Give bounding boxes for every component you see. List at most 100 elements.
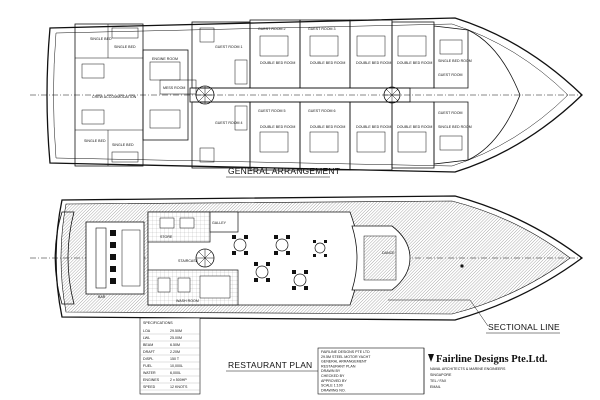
room-label: DOUBLE BED ROOM (397, 125, 432, 129)
company-name: Fairline Designs Pte.Ltd. (436, 354, 548, 365)
area-label: GALLEY (212, 221, 227, 225)
room-label: SINGLE BED (112, 143, 134, 147)
room-labels: SINGLE BED SINGLE BED SINGLE BED SINGLE … (84, 27, 472, 147)
spec-value: 2.20M (170, 350, 180, 354)
room-label: GUEST ROOM 2 (258, 27, 286, 31)
bunk-bed (81, 63, 105, 79)
room-label: SINGLE BED (114, 45, 136, 49)
room-label: DOUBLE BED ROOM (260, 125, 295, 129)
company-address: NAVAL ARCHITECTS & MARINE ENGINEERS SINGA… (430, 367, 506, 389)
store-cupboard (209, 211, 239, 233)
upper-hull-inner-outline (53, 23, 569, 167)
spec-value: 12 KNOTS (170, 385, 188, 389)
guest-cabins-top-row (191, 19, 435, 89)
store-room (147, 211, 211, 243)
double-bed (397, 35, 427, 57)
spec-key: FUEL (143, 364, 152, 368)
area-label: STORE (160, 235, 173, 239)
bow-cabin (433, 25, 469, 89)
title-block-line: DRAWN BY (321, 369, 341, 373)
double-bed (309, 131, 339, 153)
sectional-line-label: SECTIONAL LINE (488, 322, 560, 332)
double-bed (356, 35, 386, 57)
title-block-line: SCALE 1:100 (321, 384, 343, 388)
dining-table (274, 235, 290, 255)
company-address-line: SINGAPORE (430, 373, 452, 377)
double-bed (397, 131, 427, 153)
engine-room (142, 49, 189, 141)
spec-value: 10,000L (170, 364, 183, 368)
title-block-line: 29.5M STEEL MOTOR YACHT (321, 355, 371, 359)
room-label: MESS ROOM (163, 86, 185, 90)
room-label: DOUBLE BED ROOM (310, 61, 345, 65)
area-label: STAIRCASE (178, 259, 199, 263)
spec-heading: SPECIFICATIONS (143, 321, 173, 325)
dining-table (292, 270, 308, 290)
area-label: WASH ROOM (176, 299, 199, 303)
room-label: DOUBLE BED ROOM (356, 61, 391, 65)
guest-cabins-bottom-row (191, 101, 435, 171)
room-label: GUEST ROOM (438, 73, 463, 77)
room-label: DOUBLE BED ROOM (260, 61, 295, 65)
single-bed (439, 39, 463, 55)
company-address-line: EMAIL (430, 385, 441, 389)
room-label: GUEST ROOM 3 (308, 27, 336, 31)
bed (111, 27, 139, 39)
room-label: SINGLE BED (90, 37, 112, 41)
upper-hull-outline (46, 17, 583, 173)
room-label: DOUBLE BED ROOM (397, 61, 432, 65)
single-bed (439, 135, 463, 151)
area-label: DANCE (382, 251, 395, 255)
restaurant-labels: BAR STORE WASH ROOM STAIRCASE GALLEY DAN… (98, 221, 395, 303)
dining-table (232, 235, 248, 255)
dining-tables (232, 235, 327, 290)
double-bed (309, 35, 339, 57)
area-label: BAR (98, 295, 106, 299)
company-logo-icon (428, 354, 434, 362)
mess-table (159, 79, 197, 95)
room-label: GUEST ROOM 5 (258, 109, 286, 113)
title-block-line: GENERAL ARRANGEMENT (321, 360, 368, 364)
wardrobe (234, 59, 248, 85)
spec-key: LWL (143, 336, 150, 340)
double-bed (259, 131, 289, 153)
room-label: ENGINE ROOM (152, 57, 178, 61)
room-label: GUEST ROOM 1 (215, 45, 243, 49)
restaurant-plan-title: RESTAURANT PLAN (228, 360, 312, 370)
spec-value: 150 T (170, 357, 180, 361)
company-address-line: TEL / FAX (430, 379, 447, 383)
room-label: DOUBLE BED ROOM (356, 125, 391, 129)
title-block-line: RESTAURANT PLAN (321, 364, 356, 368)
room-label: SINGLE BED ROOM (438, 59, 472, 63)
bed (111, 151, 139, 163)
double-bed (259, 35, 289, 57)
title-block-line: CHECKED BY (321, 374, 345, 378)
bar-stools (110, 230, 116, 284)
restaurant-plan: BAR STORE WASH ROOM STAIRCASE GALLEY DAN… (30, 195, 584, 321)
company-address-line: NAVAL ARCHITECTS & MARINE ENGINEERS (430, 367, 506, 371)
room-label: CREW ACCOMMODATION (92, 95, 137, 99)
room-label: GUEST ROOM 6 (308, 109, 336, 113)
spec-key: WATER (143, 371, 156, 375)
lower-hull-outline (55, 195, 584, 321)
double-bed (356, 131, 386, 153)
engine-block (149, 109, 181, 129)
spec-value: 6.50M (170, 343, 180, 347)
bunk-bed (81, 109, 105, 125)
room-label: SINGLE BED (84, 139, 106, 143)
wc-fixture (199, 147, 215, 163)
spec-key: SPEED (143, 385, 156, 389)
spec-key: ENGINES (143, 378, 160, 382)
bar-counter (95, 227, 107, 289)
title-block-line: DRAWING NO. (321, 388, 346, 392)
room-label: DOUBLE BED ROOM (310, 125, 345, 129)
wc-fixture (199, 27, 215, 43)
spec-key: DRAFT (143, 350, 156, 354)
title-block-line: APPROVED BY (321, 379, 347, 383)
spec-key: LOA (143, 329, 151, 333)
room-label: GUEST ROOM (438, 111, 463, 115)
